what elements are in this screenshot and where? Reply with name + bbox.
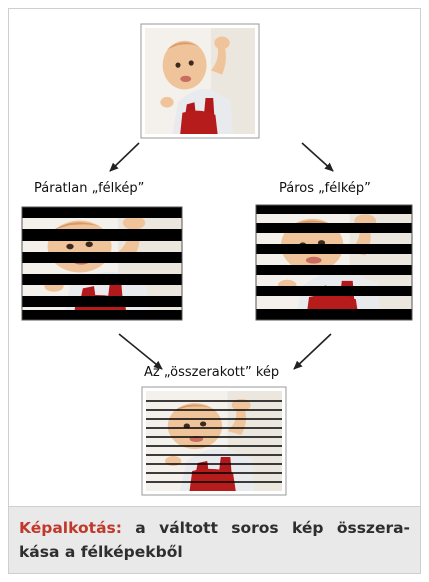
figure-panel: Páratlan „félkép” Páros „félkép” Az „öss…	[8, 8, 421, 574]
caption-highlight: Képalkotás:	[19, 519, 122, 537]
figure-caption: Képalkotás: a váltott soros kép összera-…	[19, 516, 410, 564]
arrow-from-odd-field	[118, 333, 163, 370]
original-picture	[140, 23, 260, 139]
caption-text: a váltott soros kép összera-kása a félké…	[19, 519, 410, 561]
caption-box: Képalkotás: a váltott soros kép összera-…	[9, 506, 420, 573]
even-field-label: Páros „félkép”	[279, 181, 371, 196]
odd-field-label: Páratlan „félkép”	[34, 181, 145, 196]
arrow-to-even-field	[301, 142, 334, 172]
arrow-from-even-field	[293, 333, 332, 370]
combined-picture	[141, 386, 287, 496]
arrow-to-odd-field	[109, 142, 140, 172]
even-field-picture	[255, 204, 413, 321]
interlace-diagram	[21, 23, 413, 496]
odd-field-picture	[21, 206, 183, 321]
combined-picture-label: Az „összerakott” kép	[144, 365, 280, 380]
